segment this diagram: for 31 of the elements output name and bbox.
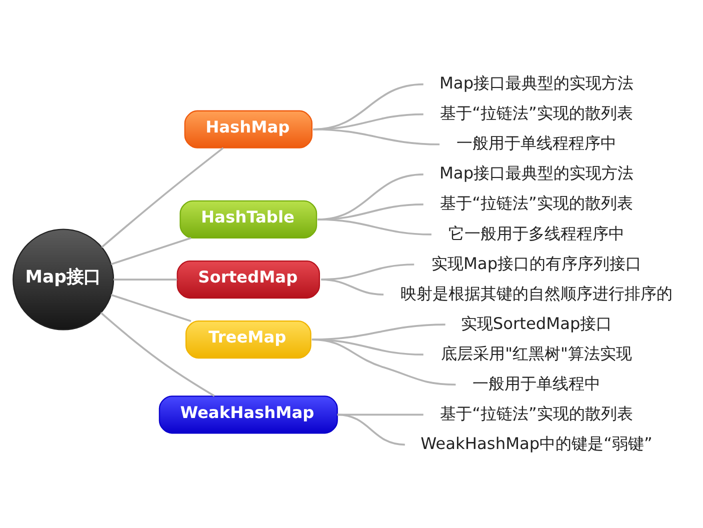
node-text: 底层采用"红黑树"算法实现 [441,343,632,362]
node-box: HashTable [180,200,318,238]
node-text: 基于“拉链法”实现的散列表 [440,193,633,212]
node-text: 一般用于单线程中 [472,373,601,392]
connector [312,338,424,356]
connector [337,413,405,446]
connector [110,236,192,265]
node-box: WeakHashMap [158,395,338,434]
node-text: 它一般用于多线程程序中 [448,223,625,242]
connector [318,218,432,235]
connector [100,312,215,396]
connector [321,278,384,295]
connector [101,146,224,248]
node-box: HashMap [184,110,312,148]
node-text: WeakHashMap中的键是“弱键” [420,433,652,452]
node-text: 一般用于单线程程序中 [456,133,617,152]
connector [337,413,424,416]
node-text: Map接口最典型的实现方法 [439,163,634,182]
node-box: TreeMap [185,320,312,358]
connector [312,338,456,386]
node-box: SortedMap [176,260,320,298]
connector [313,128,440,145]
node-text: 映射是根据其键的自然顺序进行排序的 [400,283,673,302]
connector [110,293,192,322]
node-text: Map接口最典型的实现方法 [439,73,634,92]
node-text: 基于“拉链法”实现的散列表 [440,403,633,422]
node-text: 基于“拉链法”实现的散列表 [440,103,633,122]
node-text: 实现Map接口的有序序列接口 [431,253,642,272]
connector [113,278,178,280]
node-circle: Map接口 [12,228,114,330]
node-text: 实现SortedMap接口 [460,313,612,332]
